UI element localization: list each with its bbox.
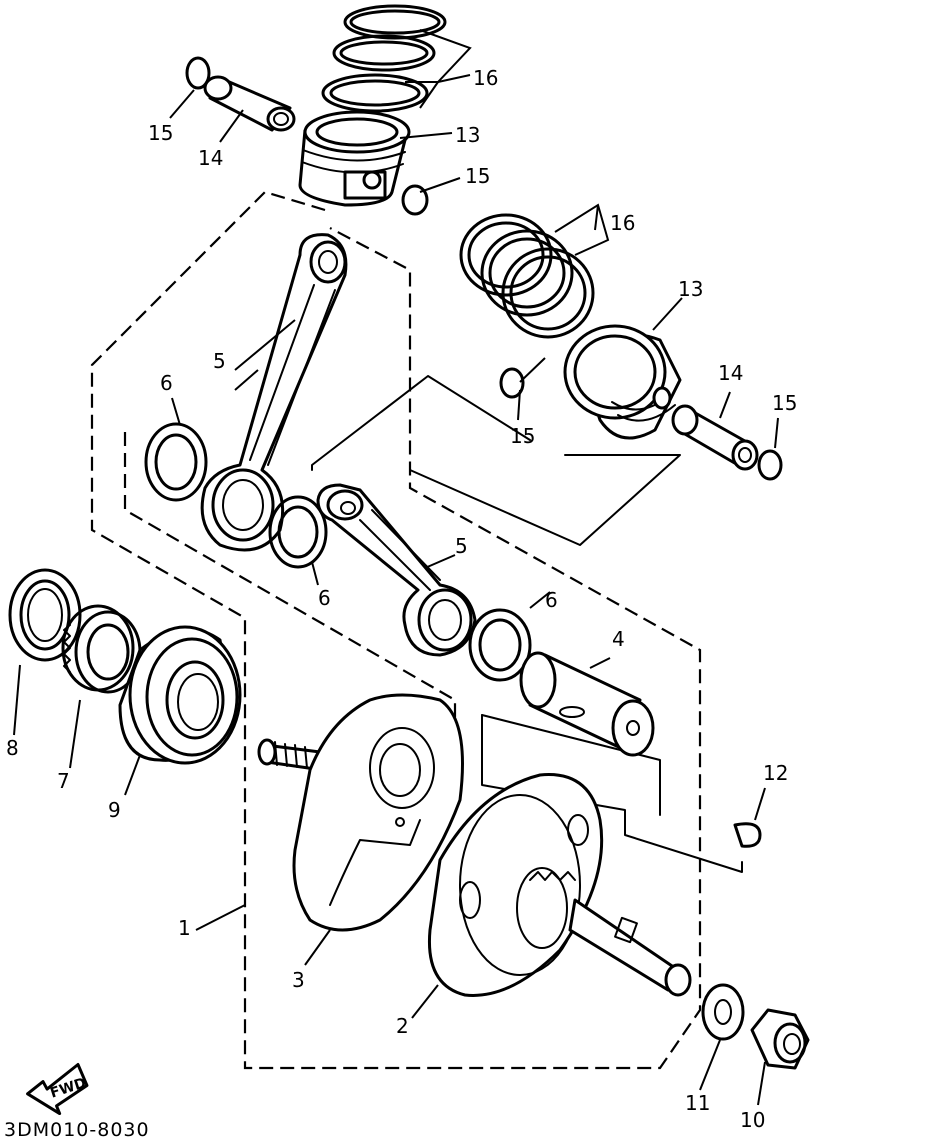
nut [750, 1008, 810, 1070]
callout-15-lower-right: 15 [772, 391, 797, 415]
callout-14-upper: 14 [198, 146, 223, 170]
piston-rings-lower [459, 213, 595, 339]
callout-11: 11 [685, 1091, 710, 1115]
callout-15-lower-left: 15 [510, 424, 535, 448]
callout-5-middle: 5 [455, 534, 468, 558]
diagram-code: 3DM010-8030 [4, 1119, 150, 1141]
piston-pin-upper [203, 75, 296, 132]
callout-10: 10 [740, 1108, 765, 1132]
callout-9: 9 [108, 798, 121, 822]
callout-4: 4 [612, 627, 625, 651]
piston-lower [563, 324, 682, 440]
piston-rings-upper [321, 4, 447, 113]
callout-6-left: 6 [160, 371, 173, 395]
callout-labels: 16 13 15 15 14 16 13 14 15 15 5 6 6 5 6 … [6, 66, 797, 1132]
piston-upper [298, 110, 411, 207]
fwd-marker: FWD [26, 1063, 89, 1116]
ball-bearing [118, 625, 242, 765]
crank-gear [61, 604, 142, 694]
callout-3: 3 [292, 968, 305, 992]
callout-1: 1 [178, 916, 191, 940]
callout-16-lower: 16 [610, 211, 635, 235]
grouping-brackets [311, 375, 743, 873]
circlips-upper [185, 56, 429, 216]
callout-5-left: 5 [213, 349, 226, 373]
crank-left-half [257, 693, 464, 932]
connecting-rod-middle [316, 483, 477, 657]
crank-right-half [427, 773, 692, 997]
oil-seal [8, 568, 82, 662]
callout-16-upper: 16 [473, 66, 498, 90]
woodruff-key [733, 822, 762, 848]
callout-6-middle: 6 [318, 586, 331, 610]
bearing-6-right [468, 608, 532, 682]
callout-13-upper: 13 [455, 123, 480, 147]
washer [701, 983, 745, 1041]
callout-15-upper-left: 15 [148, 121, 173, 145]
piston-pin-lower [671, 404, 759, 471]
assembly-boundary-lines [90, 190, 702, 1070]
callout-14-lower: 14 [718, 361, 743, 385]
callout-6-right: 6 [545, 588, 558, 612]
bearing-6-middle [268, 495, 328, 569]
callout-13-lower: 13 [678, 277, 703, 301]
leader-lines [13, 29, 779, 1106]
callout-7: 7 [57, 769, 70, 793]
callout-2: 2 [396, 1014, 409, 1038]
bearing-6-left [144, 422, 208, 502]
crank-pin [519, 651, 655, 757]
callout-12: 12 [763, 761, 788, 785]
callout-15-upper-right: 15 [465, 164, 490, 188]
callout-8: 8 [6, 736, 19, 760]
circlips-lower [499, 367, 783, 481]
